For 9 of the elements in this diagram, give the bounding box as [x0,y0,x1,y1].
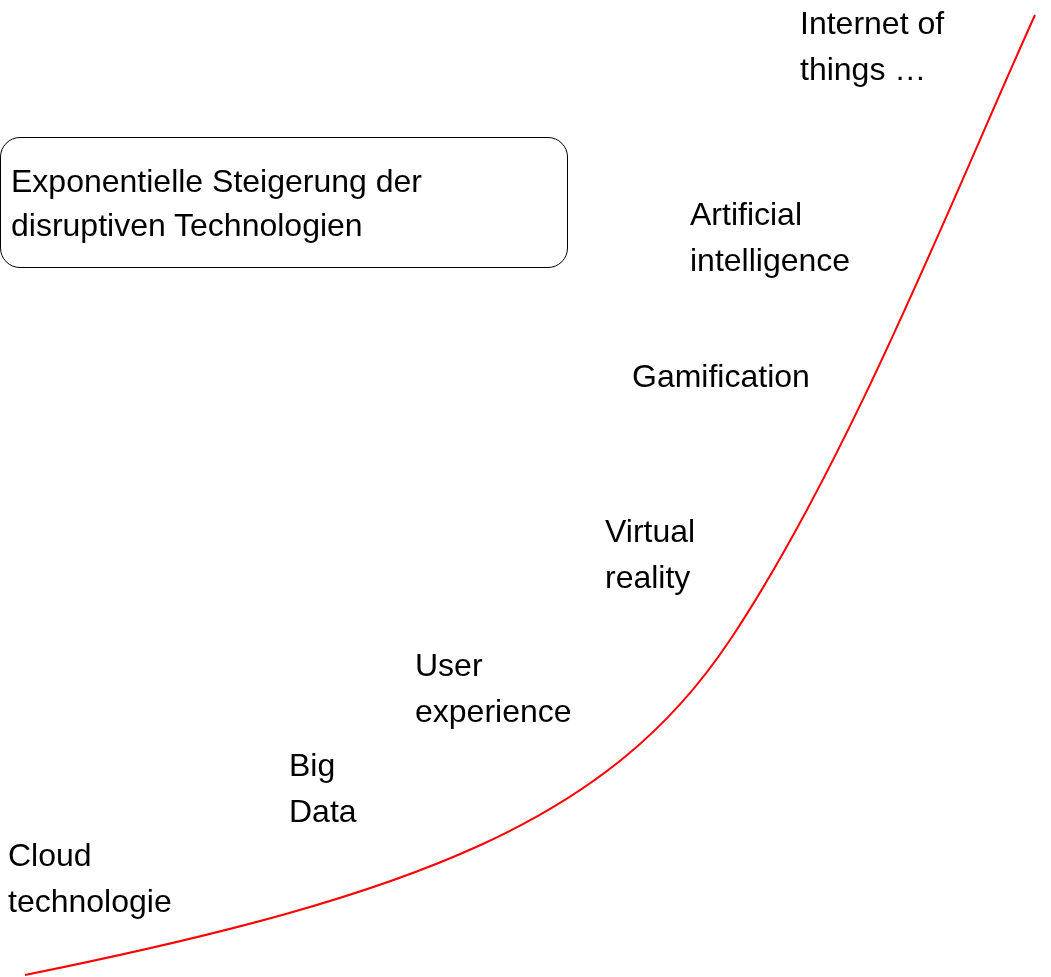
technology-label: Artificial intelligence [690,195,852,280]
callout-box [0,137,568,268]
technology-label: User experience [415,646,573,731]
technology-label: Cloud technologie [8,836,173,921]
technology-label: Virtual reality [605,512,697,597]
technology-label: Big Data [289,746,358,831]
technology-label: Gamification [632,357,811,396]
callout-text: Exponentielle Steigerung der disruptiven Technologien [11,161,423,245]
technology-label: Internet of things … [800,4,946,89]
